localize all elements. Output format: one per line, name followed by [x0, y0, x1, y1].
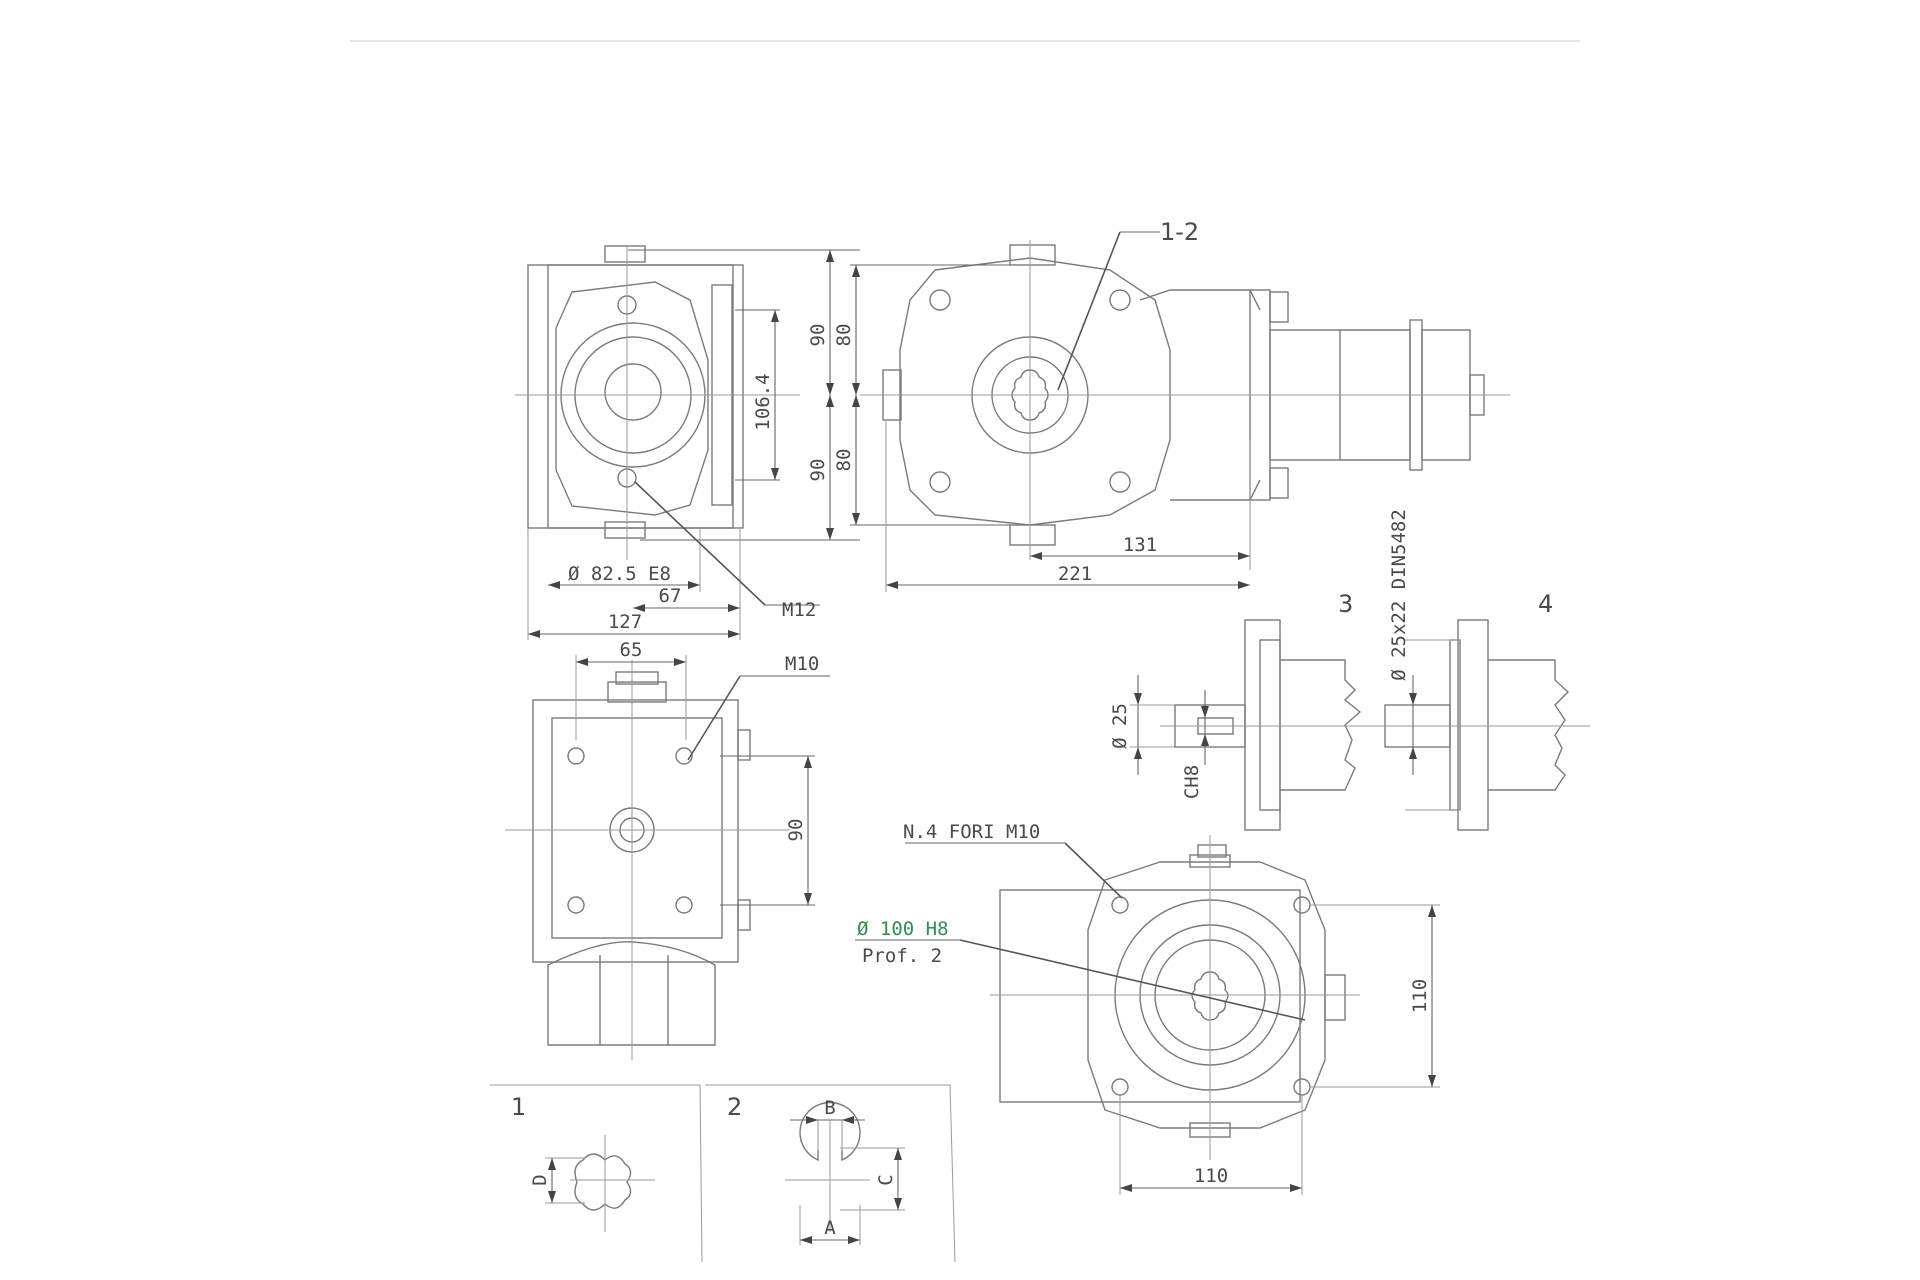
vertical-dimensions [628, 249, 1010, 541]
dim-82-5: Ø 82.5 E8 [568, 563, 671, 585]
inset-2-label: 2 [727, 1093, 742, 1121]
detail-4-label: 4 [1538, 590, 1553, 618]
bore-depth: Prof. 2 [862, 945, 942, 967]
dim-90-bottom: 90 [807, 459, 829, 482]
front-left-view [515, 245, 800, 560]
left-view-dimensions [527, 481, 820, 640]
bore-spec: Ø 100 H8 [857, 918, 949, 940]
spline-spec: Ø 25x22 DIN5482 [1388, 509, 1410, 681]
inset-1-label: 1 [511, 1093, 526, 1121]
dim-127: 127 [608, 611, 642, 633]
detail-1-2-label: 1-2 [1160, 218, 1199, 246]
dim-80-bottom: 80 [833, 449, 855, 472]
leader-1-2 [1057, 231, 1121, 391]
dim-67: 67 [659, 585, 682, 607]
letter-b: B [824, 1097, 835, 1119]
shaft-detail-4 [1380, 619, 1590, 831]
letter-c: C [875, 1174, 897, 1185]
holes-spec: N.4 FORI M10 [903, 821, 1040, 843]
thread-m10: M10 [785, 653, 819, 675]
inset-2-keyed-shaft [785, 1101, 905, 1245]
flange-view [855, 835, 1440, 1195]
inset-frames [490, 1084, 956, 1263]
dim-106-4: 106.4 [752, 373, 774, 430]
detail-3-label: 3 [1338, 590, 1353, 618]
shaft-ch8: CH8 [1181, 765, 1203, 799]
dim-65: 65 [620, 639, 643, 661]
dim-90-side: 90 [785, 819, 807, 842]
top-center-view [860, 240, 1510, 570]
letter-a: A [824, 1217, 836, 1239]
side-view [505, 655, 830, 1060]
thread-m12: M12 [782, 599, 816, 621]
shaft-detail-3 [1130, 619, 1380, 831]
dim-110-v: 110 [1409, 979, 1431, 1013]
dim-110-h: 110 [1194, 1165, 1228, 1187]
inset-1-spline [545, 1135, 655, 1232]
dim-131: 131 [1123, 534, 1157, 556]
dim-90-top: 90 [807, 324, 829, 347]
dim-221: 221 [1058, 563, 1092, 585]
letter-d: D [529, 1174, 551, 1185]
dim-80-top: 80 [833, 324, 855, 347]
shaft-d25: Ø 25 [1109, 703, 1131, 749]
horizontal-dimensions-top [885, 420, 1250, 592]
